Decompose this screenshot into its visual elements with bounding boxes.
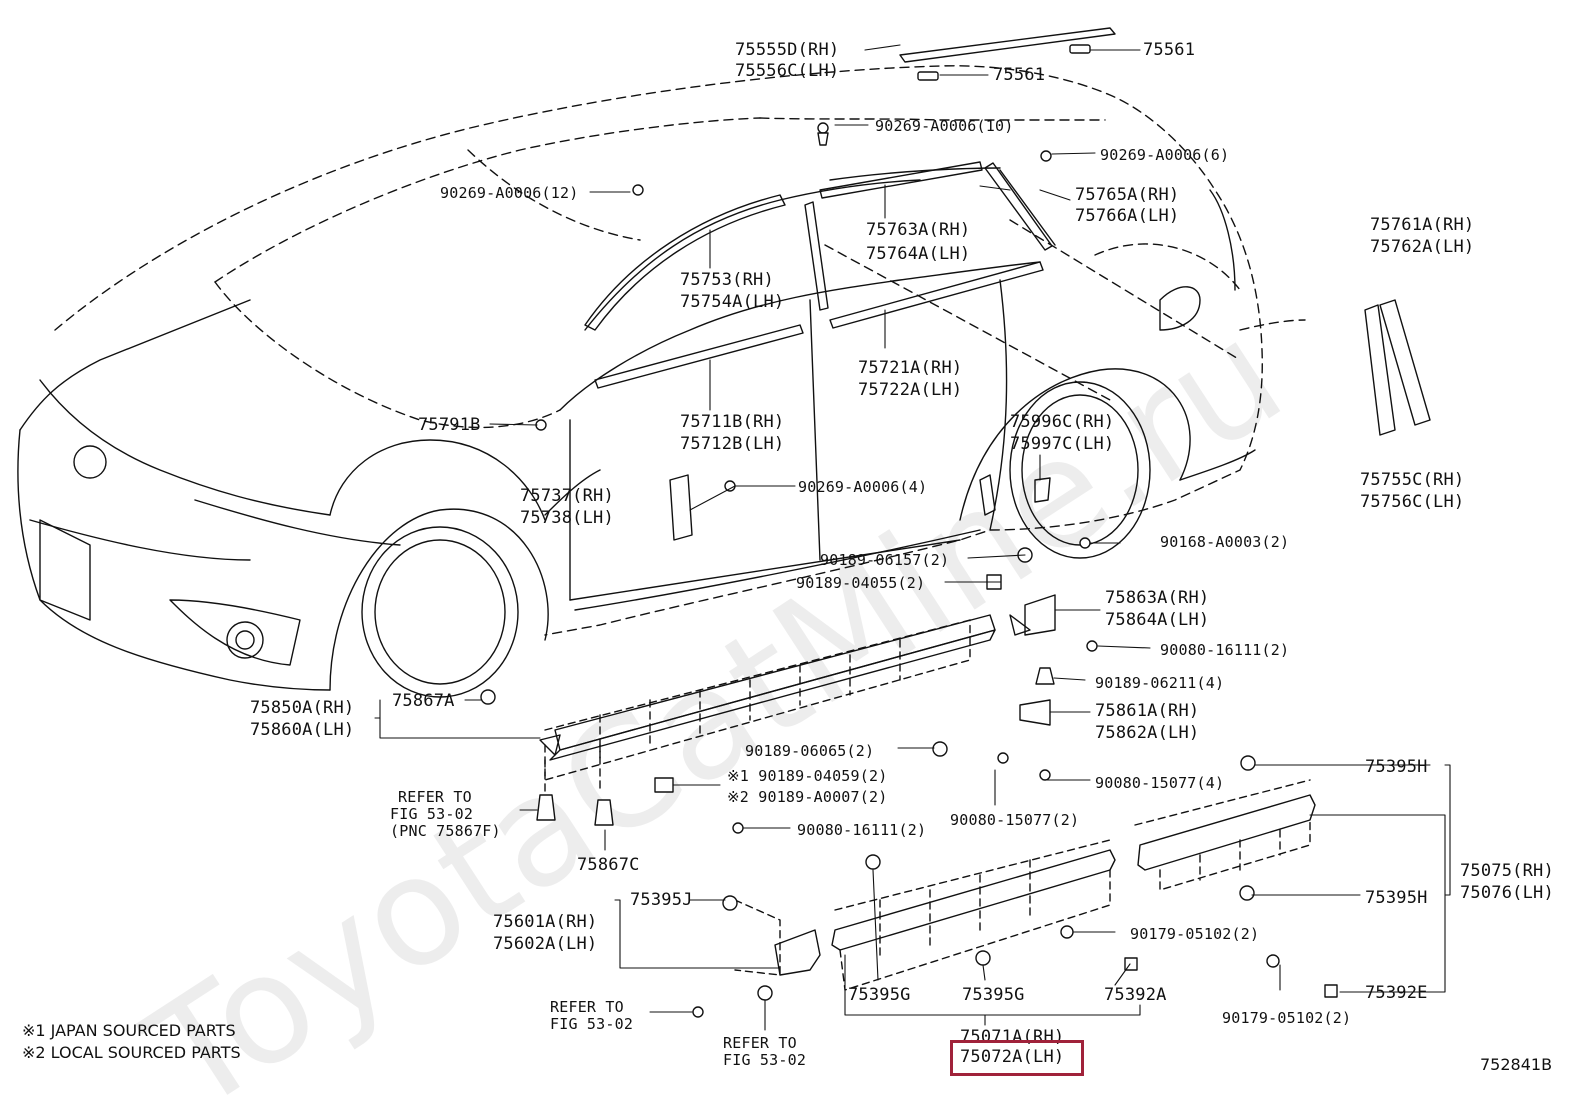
label-75997C: 75997C(LH) xyxy=(1010,434,1115,454)
label-90189-A0007: ※2 90189-A0007(2) xyxy=(727,788,888,806)
front-door-phantom xyxy=(835,840,1110,990)
label-75861A: 75861A(RH) xyxy=(1095,701,1200,721)
label-75072A[interactable]: 75072A(LH) xyxy=(960,1047,1065,1067)
pillar-garnish xyxy=(670,300,1430,540)
refer-to-2a: REFER TO xyxy=(550,998,624,1016)
label-90189-06065: 90189-06065(2) xyxy=(745,742,875,760)
rocker-phantom xyxy=(545,620,970,800)
label-75756C: 75756C(LH) xyxy=(1360,492,1465,512)
label-75556C: 75556C(LH) xyxy=(735,61,840,81)
car-body-solid xyxy=(18,168,1255,697)
label-75555D: 75555D(RH) xyxy=(735,40,840,60)
label-90269-A0006-10: 90269-A0006(10) xyxy=(875,117,1014,135)
label-75561-a: 75561 xyxy=(1143,40,1196,60)
label-75754A: 75754A(LH) xyxy=(680,292,785,312)
refer-to-1c: (PNC 75867F) xyxy=(390,822,501,840)
label-90189-06157: 90189-06157(2) xyxy=(820,551,950,569)
label-75755C: 75755C(RH) xyxy=(1360,470,1465,490)
refer-to-3b: FIG 53-02 xyxy=(723,1051,807,1069)
refer-to-1a: REFER TO xyxy=(398,788,472,806)
label-75721A: 75721A(RH) xyxy=(858,358,963,378)
label-90189-04059: ※1 90189-04059(2) xyxy=(727,767,888,785)
label-90179-05102-b: 90179-05102(2) xyxy=(1222,1009,1352,1027)
figure-number: 752841B xyxy=(1480,1055,1553,1074)
brackets xyxy=(1010,595,1055,725)
label-75764A: 75764A(LH) xyxy=(866,244,971,264)
label-75395G-b: 75395G xyxy=(962,985,1025,1005)
label-75867C: 75867C xyxy=(577,855,640,875)
label-75996C: 75996C(RH) xyxy=(1010,412,1115,432)
fender-phantom xyxy=(735,900,780,975)
rear-door-phantom xyxy=(1135,780,1310,890)
note-japan-sourced: ※1 JAPAN SOURCED PARTS xyxy=(22,1021,236,1040)
label-75737: 75737(RH) xyxy=(520,486,614,506)
label-75766A: 75766A(LH) xyxy=(1075,206,1180,226)
label-75863A: 75863A(RH) xyxy=(1105,588,1210,608)
label-75738: 75738(LH) xyxy=(520,508,614,528)
label-75392A: 75392A xyxy=(1104,985,1167,1005)
label-75395G-a: 75395G xyxy=(848,985,911,1005)
roof-moldings xyxy=(900,28,1115,80)
label-90189-04055: 90189-04055(2) xyxy=(796,574,926,592)
label-90080-16111-a: 90080-16111(2) xyxy=(1160,641,1290,659)
label-75601A: 75601A(RH) xyxy=(493,912,598,932)
label-75712B: 75712B(LH) xyxy=(680,434,785,454)
label-75763A: 75763A(RH) xyxy=(866,220,971,240)
label-90168-A0003: 90168-A0003(2) xyxy=(1160,533,1290,551)
refer-to-1b: FIG 53-02 xyxy=(390,805,474,823)
label-75762A: 75762A(LH) xyxy=(1370,237,1475,257)
fender-moulding xyxy=(775,930,820,975)
label-75561-b: 75561 xyxy=(993,65,1046,85)
label-90080-16111-b: 90080-16111(2) xyxy=(797,821,927,839)
label-75395H-b: 75395H xyxy=(1365,888,1428,908)
label-75765A: 75765A(RH) xyxy=(1075,185,1180,205)
label-75791B: 75791B xyxy=(418,415,481,435)
label-75860A: 75860A(LH) xyxy=(250,720,355,740)
label-75753: 75753(RH) xyxy=(680,270,774,290)
label-90269-A0006-4: 90269-A0006(4) xyxy=(798,478,928,496)
rear-door-moulding xyxy=(1138,795,1315,870)
label-90080-15077-a: 90080-15077(4) xyxy=(1095,774,1225,792)
label-75722A: 75722A(LH) xyxy=(858,380,963,400)
label-90189-06211: 90189-06211(4) xyxy=(1095,674,1225,692)
label-90269-A0006-6: 90269-A0006(6) xyxy=(1100,146,1230,164)
label-75711B: 75711B(RH) xyxy=(680,412,785,432)
label-75761A: 75761A(RH) xyxy=(1370,215,1475,235)
label-75850A: 75850A(RH) xyxy=(250,698,355,718)
leader-lines xyxy=(375,45,1450,1030)
refer-to-3a: REFER TO xyxy=(723,1034,797,1052)
label-75602A: 75602A(LH) xyxy=(493,934,598,954)
label-75392E: 75392E xyxy=(1365,983,1428,1003)
label-75395J: 75395J xyxy=(630,890,693,910)
label-75864A: 75864A(LH) xyxy=(1105,610,1210,630)
window-moldings xyxy=(585,162,1052,388)
label-75867A: 75867A xyxy=(392,691,455,711)
label-75076: 75076(LH) xyxy=(1460,883,1554,903)
label-75862A: 75862A(LH) xyxy=(1095,723,1200,743)
label-90269-A0006-12: 90269-A0006(12) xyxy=(440,184,579,202)
label-75075: 75075(RH) xyxy=(1460,861,1554,881)
label-90179-05102-a: 90179-05102(2) xyxy=(1130,925,1260,943)
refer-to-2b: FIG 53-02 xyxy=(550,1015,634,1033)
label-75395H-a: 75395H xyxy=(1365,757,1428,777)
rocker-moulding xyxy=(540,615,995,760)
note-local-sourced: ※2 LOCAL SOURCED PARTS xyxy=(22,1043,241,1062)
label-90080-15077-b: 90080-15077(2) xyxy=(950,811,1080,829)
highlight-75072A[interactable] xyxy=(950,1040,1084,1076)
